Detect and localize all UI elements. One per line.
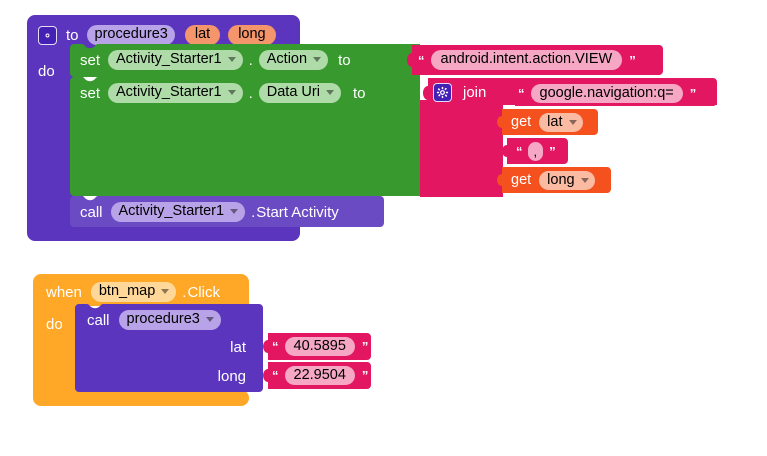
gear-icon[interactable] (38, 25, 57, 45)
call-start-activity-method-label: Start Activity (256, 203, 339, 221)
procedure-call-arg-long-label: long (217, 368, 246, 385)
call-start-activity-component-text: Activity_Starter1 (118, 203, 225, 220)
procedure-to-label: to (66, 26, 79, 44)
text-block-open-quote: “ (272, 368, 279, 383)
event-dot: . (182, 283, 187, 301)
text-block-open-quote: “ (516, 144, 523, 159)
text-block-value-field[interactable]: android.intent.action.VIEW (430, 50, 623, 70)
setter-action-property-field[interactable]: Action (258, 50, 329, 70)
event-when-label: when (46, 283, 82, 301)
text-block-lat-value[interactable]: “ 40.5895 ” (261, 333, 371, 360)
setter-datauri-set-label: set (80, 84, 101, 102)
chevron-down-icon[interactable] (161, 289, 170, 294)
get-block-lat[interactable]: get lat (495, 109, 598, 135)
join-label: join (463, 84, 487, 101)
text-block-close-quote: ” (629, 52, 636, 68)
setter-action-component-field[interactable]: Activity_Starter1 (108, 50, 243, 70)
event-component-text: btn_map (98, 283, 156, 300)
setter-datauri-component-text: Activity_Starter1 (116, 84, 222, 101)
setter-datauri-to-label: to (352, 84, 366, 102)
procedure-name-text: procedure3 (94, 26, 168, 43)
setter-datauri-property-text: Data Uri (266, 84, 320, 101)
chevron-down-icon[interactable] (230, 209, 239, 214)
get-variable-text: lat (547, 113, 563, 130)
setter-datauri-component-field[interactable]: Activity_Starter1 (108, 83, 243, 103)
get-variable-field[interactable]: lat (539, 113, 583, 132)
call-start-activity-component-field[interactable]: Activity_Starter1 (110, 202, 246, 222)
setter-action-component-text: Activity_Starter1 (116, 51, 222, 68)
text-block-long-value[interactable]: “ 22.9504 ” (261, 362, 371, 389)
get-variable-field[interactable]: long (539, 171, 595, 190)
procedure-do-label: do (38, 63, 55, 80)
setter-action-block[interactable]: set Activity_Starter1 . Action to (70, 44, 420, 77)
text-block-value-text: google.navigation:q= (539, 84, 674, 101)
event-name-label: Click (187, 283, 220, 301)
setter-action-property-text: Action (266, 51, 308, 68)
procedure-call-block[interactable]: call procedure3 lat long (75, 304, 263, 392)
gear-icon[interactable] (433, 83, 452, 102)
event-component-field[interactable]: btn_map (90, 282, 177, 302)
procedure-param-long[interactable]: long (228, 25, 276, 45)
get-variable-text: long (547, 171, 575, 188)
text-block-navigation-q[interactable]: “ google.navigation:q= ” (508, 80, 717, 106)
chevron-down-icon[interactable] (580, 177, 589, 183)
text-block-value-field[interactable]: google.navigation:q= (530, 84, 683, 103)
call-start-activity-dot: . (251, 203, 256, 221)
event-do-label: do (46, 316, 63, 333)
get-label: get (511, 114, 532, 131)
text-block-open-quote: “ (418, 52, 425, 68)
setter-datauri-block[interactable]: set Activity_Starter1 . Data Uri to (70, 77, 420, 196)
procedure-call-call-label: call (87, 311, 110, 329)
chevron-down-icon[interactable] (227, 90, 236, 95)
chevron-down-icon[interactable] (568, 119, 577, 125)
call-start-activity-block[interactable]: call Activity_Starter1 . Start Activity (70, 196, 384, 227)
text-block-close-quote: ” (689, 86, 697, 101)
text-block-close-quote: ” (361, 368, 369, 383)
text-block-value-field[interactable]: 22.9504 (284, 366, 355, 385)
text-block-value-field[interactable]: 40.5895 (284, 337, 355, 356)
text-block-close-quote: ” (549, 144, 556, 159)
text-block-value-field[interactable]: , (527, 142, 544, 161)
procedure-param-long-text: long (238, 26, 266, 43)
procedure-call-name-field[interactable]: procedure3 (118, 310, 221, 330)
join-block[interactable]: join (420, 78, 717, 197)
setter-action-set-label: set (80, 51, 101, 69)
chevron-down-icon[interactable] (227, 57, 236, 62)
procedure-param-lat-text: lat (194, 26, 211, 43)
text-block-open-quote: “ (272, 339, 279, 354)
procedure-call-arg-lat-label: lat (230, 339, 246, 356)
text-block-intent-view[interactable]: “ android.intent.action.VIEW ” (404, 45, 663, 75)
setter-datauri-dot: . (248, 84, 253, 102)
procedure-call-name-text: procedure3 (126, 311, 200, 328)
procedure-header: to procedure3 lat long (38, 23, 276, 47)
chevron-down-icon[interactable] (205, 317, 214, 322)
text-block-value-text: 22.9504 (293, 366, 346, 383)
text-block-close-quote: ” (361, 339, 369, 354)
text-block-value-text: android.intent.action.VIEW (440, 51, 613, 68)
chevron-down-icon[interactable] (325, 90, 334, 95)
text-block-value-text: 40.5895 (293, 337, 346, 354)
text-block-value-text: , (533, 143, 538, 159)
setter-action-dot: . (248, 51, 253, 69)
text-block-open-quote: “ (518, 86, 525, 101)
get-block-long[interactable]: get long (495, 167, 611, 193)
get-label: get (511, 172, 532, 189)
call-start-activity-call-label: call (80, 203, 103, 221)
setter-datauri-property-field[interactable]: Data Uri (258, 83, 341, 103)
chevron-down-icon[interactable] (313, 57, 322, 62)
setter-action-to-label: to (338, 51, 351, 69)
procedure-param-lat[interactable]: lat (184, 25, 221, 45)
procedure-name-field[interactable]: procedure3 (86, 25, 175, 45)
text-block-comma[interactable]: “ , ” (500, 138, 568, 164)
